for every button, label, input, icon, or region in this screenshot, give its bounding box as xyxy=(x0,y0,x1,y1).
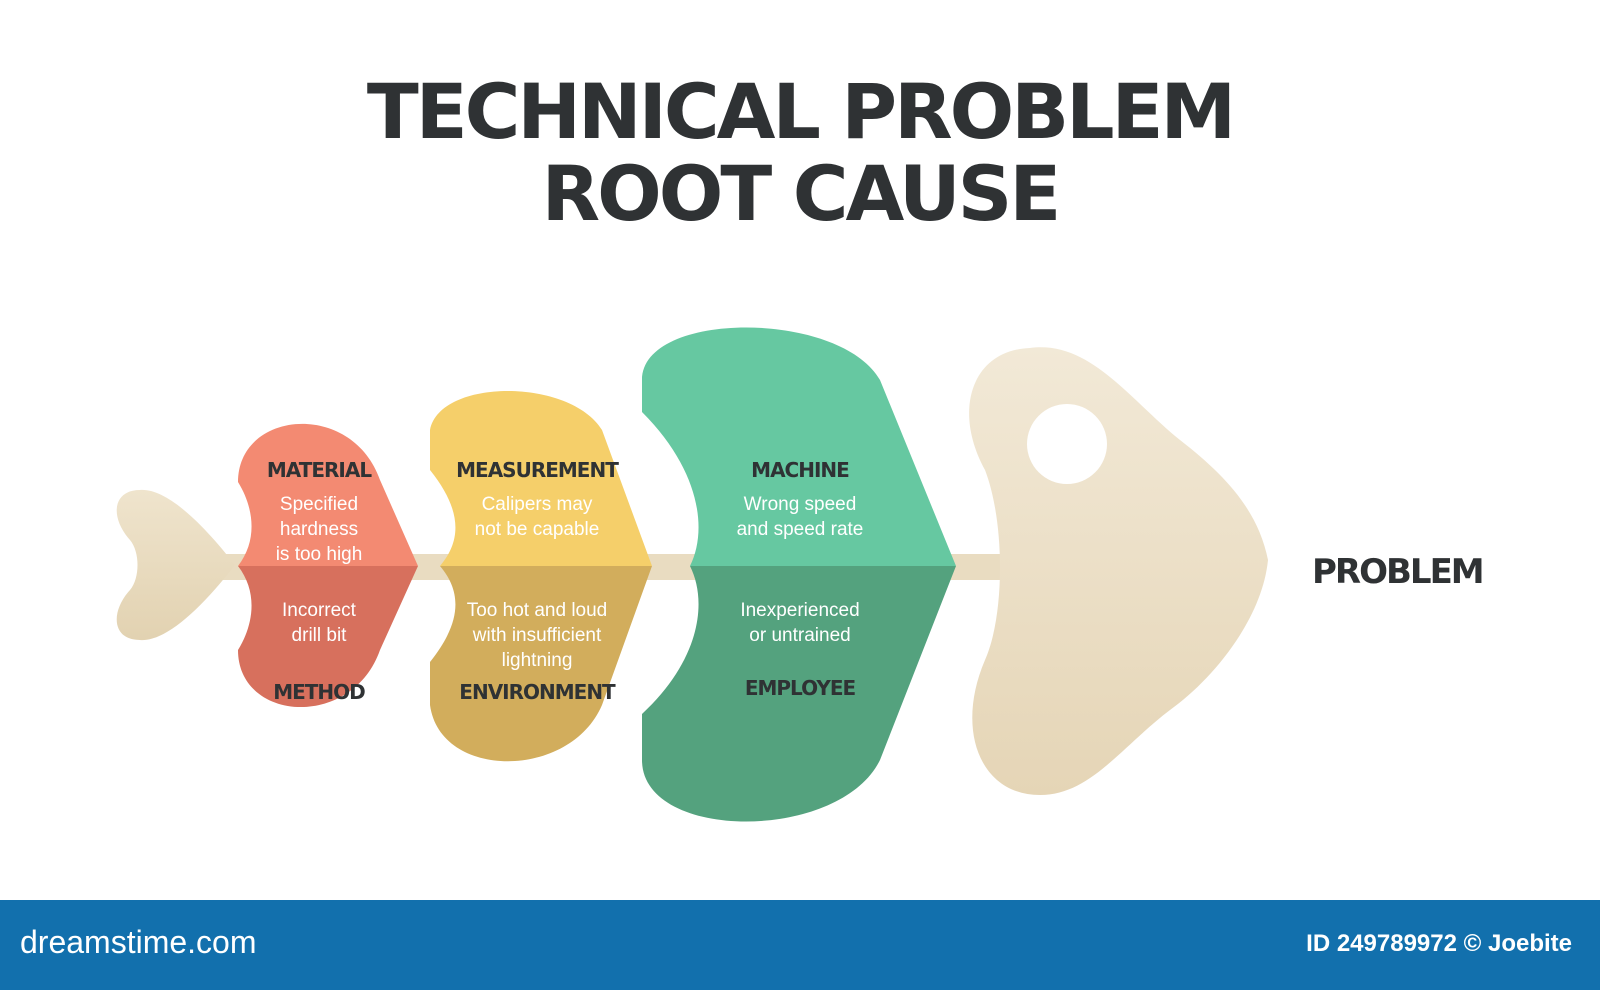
material-line-3: is too high xyxy=(275,544,363,565)
method-line-2: drill bit xyxy=(291,625,347,646)
material-heading: MATERIAL xyxy=(266,458,372,482)
material-description: Specified hardness is too high xyxy=(238,492,400,567)
employee-shape xyxy=(642,566,956,822)
measurement-line-1: Calipers may xyxy=(481,494,593,515)
environment-shape xyxy=(430,566,652,762)
machine-heading: MACHINE xyxy=(751,458,850,482)
material-line-1: Specified xyxy=(279,494,359,515)
title-line-1: TECHNICAL PROBLEM xyxy=(366,67,1236,156)
machine-shape xyxy=(642,327,956,566)
fish-head xyxy=(969,347,1268,795)
environment-description: Too hot and loud with insufficient light… xyxy=(430,598,644,673)
footer-bar: dreamstime.com ID 249789972 © Joebite xyxy=(0,900,1600,990)
machine-line-1: Wrong speed xyxy=(743,494,857,515)
footer-credit: ID 249789972 © Joebite xyxy=(1306,930,1572,957)
environment-line-1: Too hot and loud xyxy=(466,600,608,621)
method-heading: METHOD xyxy=(273,680,366,704)
machine-description: Wrong speed and speed rate xyxy=(700,492,900,542)
material-line-2: hardness xyxy=(279,519,359,540)
title-line-2: ROOT CAUSE xyxy=(541,149,1062,238)
machine-line-2: and speed rate xyxy=(736,519,864,540)
environment-line-3: lightning xyxy=(501,650,573,671)
environment-heading: ENVIRONMENT xyxy=(459,680,615,704)
employee-heading: EMPLOYEE xyxy=(744,676,856,700)
employee-description: Inexperienced or untrained xyxy=(700,598,900,648)
environment-line-2: with insufficient xyxy=(472,625,602,646)
measurement-description: Calipers may not be capable xyxy=(430,492,644,542)
fish-tail xyxy=(116,489,235,641)
method-description: Incorrect drill bit xyxy=(238,598,400,648)
measurement-heading: MEASUREMENT xyxy=(456,458,619,482)
fish-eye xyxy=(1027,404,1107,484)
measurement-shape xyxy=(430,391,652,566)
employee-line-1: Inexperienced xyxy=(740,600,860,621)
material-shape xyxy=(238,423,418,566)
employee-line-2: or untrained xyxy=(749,625,851,646)
method-shape xyxy=(238,566,418,708)
measurement-line-2: not be capable xyxy=(474,519,600,540)
footer-brand: dreamstime.com xyxy=(20,924,257,960)
method-line-1: Incorrect xyxy=(282,600,356,621)
problem-label: PROBLEM xyxy=(1312,552,1485,592)
